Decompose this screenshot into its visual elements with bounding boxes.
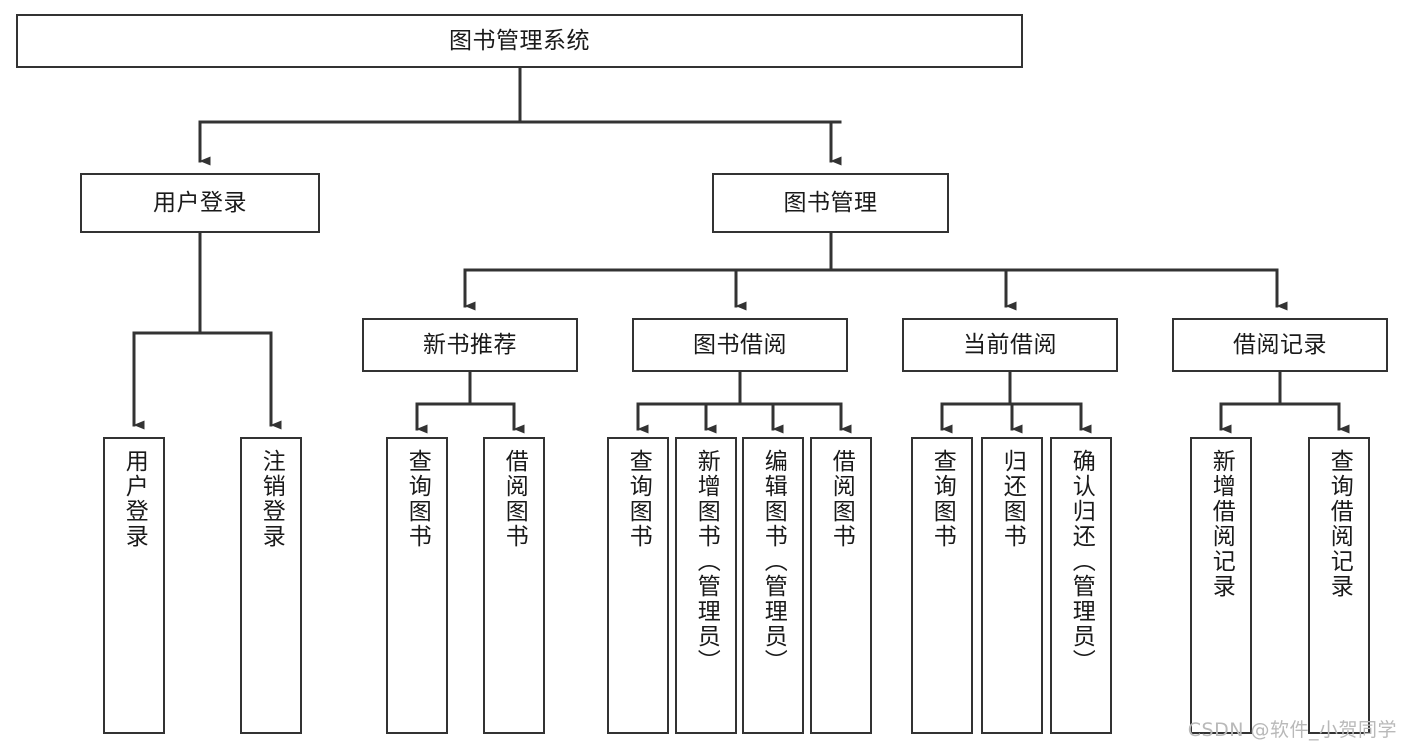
node-leaf-query-book-3[interactable]: 查询图书 xyxy=(911,437,973,734)
node-leaf-query-record-label: 查询借阅记录 xyxy=(1326,449,1353,599)
node-leaf-user-login-label: 用户登录 xyxy=(121,449,148,549)
node-current-borrow[interactable]: 当前借阅 xyxy=(902,318,1118,372)
node-leaf-query-book-2[interactable]: 查询图书 xyxy=(607,437,669,734)
node-leaf-borrow-book-2[interactable]: 借阅图书 xyxy=(810,437,872,734)
node-new-book-rec[interactable]: 新书推荐 xyxy=(362,318,578,372)
node-user-login-label: 用户登录 xyxy=(153,189,247,216)
node-leaf-return-book-label: 归还图书 xyxy=(999,449,1026,549)
node-book-manage-label: 图书管理 xyxy=(783,189,878,216)
node-leaf-logout[interactable]: 注销登录 xyxy=(240,437,302,734)
node-current-borrow-label: 当前借阅 xyxy=(963,331,1057,358)
node-leaf-edit-book[interactable]: 编辑图书（管理员） xyxy=(742,437,804,734)
node-leaf-return-book[interactable]: 归还图书 xyxy=(981,437,1043,734)
node-leaf-borrow-book-1-label: 借阅图书 xyxy=(501,449,528,549)
node-book-borrow-label: 图书借阅 xyxy=(693,331,787,358)
node-book-borrow[interactable]: 图书借阅 xyxy=(632,318,848,372)
node-root[interactable]: 图书管理系统 xyxy=(16,14,1023,68)
node-borrow-record[interactable]: 借阅记录 xyxy=(1172,318,1388,372)
node-leaf-add-book-label: 新增图书（管理员） xyxy=(693,449,720,674)
node-leaf-add-book[interactable]: 新增图书（管理员） xyxy=(675,437,737,734)
node-borrow-record-label: 借阅记录 xyxy=(1233,331,1327,358)
node-leaf-add-record-label: 新增借阅记录 xyxy=(1208,449,1235,599)
node-leaf-borrow-book-2-label: 借阅图书 xyxy=(828,449,855,549)
node-leaf-edit-book-label: 编辑图书（管理员） xyxy=(760,449,787,674)
node-leaf-add-record[interactable]: 新增借阅记录 xyxy=(1190,437,1252,734)
node-leaf-query-book-2-label: 查询图书 xyxy=(625,449,652,549)
node-leaf-confirm-return[interactable]: 确认归还（管理员） xyxy=(1050,437,1112,734)
csdn-watermark: CSDN @软件_小贺同学 xyxy=(1187,719,1397,741)
node-leaf-query-book-1-label: 查询图书 xyxy=(404,449,431,549)
node-leaf-borrow-book-1[interactable]: 借阅图书 xyxy=(483,437,545,734)
node-leaf-logout-label: 注销登录 xyxy=(258,449,285,549)
node-leaf-query-record[interactable]: 查询借阅记录 xyxy=(1308,437,1370,734)
node-new-book-rec-label: 新书推荐 xyxy=(423,331,517,358)
node-leaf-user-login[interactable]: 用户登录 xyxy=(103,437,165,734)
node-leaf-confirm-return-label: 确认归还（管理员） xyxy=(1068,449,1095,674)
node-user-login[interactable]: 用户登录 xyxy=(80,173,320,233)
node-root-label: 图书管理系统 xyxy=(449,27,590,54)
node-leaf-query-book-3-label: 查询图书 xyxy=(929,449,956,549)
node-leaf-query-book-1[interactable]: 查询图书 xyxy=(386,437,448,734)
node-book-manage[interactable]: 图书管理 xyxy=(712,173,949,233)
